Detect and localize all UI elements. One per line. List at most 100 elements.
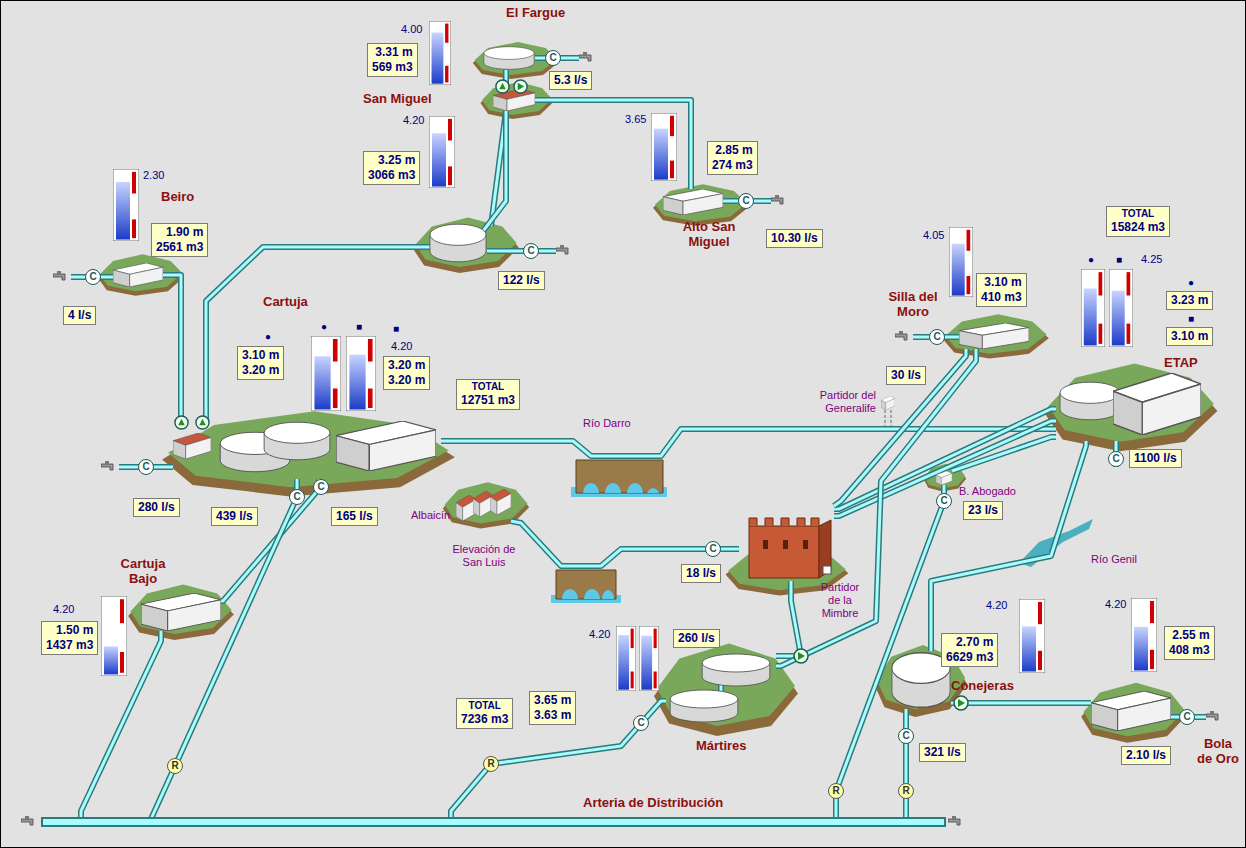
pipe-water	[776, 581, 801, 656]
volume-value: TOTAL	[461, 700, 508, 712]
level-readout: 1.90 m2561 m3	[151, 223, 208, 257]
pipe-water	[834, 349, 966, 506]
pipe-casing	[163, 275, 181, 419]
distribution-main: Arteria de Distribución	[41, 817, 946, 827]
gauge-maximum: 4.00	[401, 23, 422, 36]
water-pipe	[151, 479, 297, 819]
flow-value: 2.10 l/s	[1126, 748, 1166, 763]
level-value: 3.63 m	[534, 708, 571, 723]
level-value: 6629 m3	[946, 650, 993, 665]
meter-symbol: C	[313, 479, 329, 495]
bridges	[551, 460, 667, 603]
level-readout: 3.10 m	[1166, 327, 1213, 346]
meter-symbol: C	[929, 329, 945, 345]
level-gauges	[101, 21, 1157, 691]
flow-value: 30 l/s	[891, 368, 921, 383]
pipe-casing	[931, 441, 1086, 651]
water-pipe	[221, 479, 319, 601]
flow-readout: 10.30 l/s	[766, 229, 823, 248]
pipe-casing	[535, 100, 691, 189]
flow-value: 5.3 l/s	[554, 73, 587, 88]
level-readout: 2.55 m408 m3	[1164, 626, 1215, 660]
level-readout: 3.23 m	[1166, 291, 1213, 310]
junction-node: Partidor del Generalife	[881, 396, 895, 410]
flow-value: 260 l/s	[678, 631, 715, 646]
level-value: 2.55 m	[1169, 628, 1210, 643]
tank-marker: ●	[265, 331, 271, 343]
flow-value: 4 l/s	[68, 308, 91, 323]
station-node: El Fargue	[483, 46, 535, 70]
pumps	[175, 80, 968, 710]
station-node: Silla del Moro	[959, 323, 1029, 349]
pipe-water	[535, 100, 691, 189]
level-value: 3.20 m	[242, 363, 279, 378]
level-value: 3.23 m	[1171, 293, 1208, 308]
water-pipe	[776, 581, 801, 656]
pipe-water	[221, 479, 319, 601]
pipe-casing	[952, 437, 1056, 471]
place-name: Partidor de la Mimbre	[814, 581, 866, 620]
flow-value: 321 l/s	[924, 745, 961, 760]
meter-symbol: C	[936, 493, 952, 509]
pipe-casing	[511, 521, 739, 566]
gauge-maximum: 4.20	[1105, 598, 1126, 611]
main-name: Arteria de Distribución	[583, 795, 723, 810]
water-pipe	[952, 437, 1056, 471]
water-pipe	[931, 441, 1086, 651]
flow-readout: 5.3 l/s	[549, 71, 592, 90]
water-pipe	[834, 349, 966, 506]
volume-total: TOTAL12751 m3	[456, 379, 520, 410]
place-name: Río Darro	[583, 417, 631, 430]
pipe-casing	[776, 349, 976, 666]
flow-readout: 23 l/s	[963, 501, 1003, 520]
pipe-water	[776, 349, 976, 666]
flow-readout: 439 l/s	[211, 507, 258, 526]
water-pipe	[836, 485, 944, 817]
tank-marker: ●	[321, 321, 327, 333]
gauge-maximum: 4.25	[1141, 253, 1162, 266]
faucets	[21, 52, 1218, 825]
level-value: 274 m3	[712, 158, 753, 173]
pipe-water	[931, 441, 1086, 651]
water-pipe	[776, 349, 976, 666]
meter-symbol: C	[523, 243, 539, 259]
tank-marker: ■	[356, 321, 362, 333]
level-value: 1.50 m	[46, 623, 93, 638]
level-value: 3.20 m	[388, 373, 425, 388]
pipe-water	[905, 709, 908, 817]
volume-value: 7236 m3	[461, 712, 508, 727]
pipe-casing	[776, 581, 801, 656]
level-readout: 3.10 m410 m3	[976, 273, 1027, 307]
gauge-maximum: 4.20	[53, 603, 74, 616]
pipe-casing	[221, 479, 319, 601]
junction-node: B. Abogado	[936, 471, 952, 485]
meter-symbol: C	[138, 459, 154, 475]
meter-symbol: C	[898, 728, 914, 744]
water-pipe	[206, 111, 506, 419]
station-name: Bola de Oro	[1195, 736, 1241, 766]
level-value: 2.70 m	[946, 635, 993, 650]
pipe-casing	[834, 349, 966, 506]
ground-patches	[98, 42, 1218, 743]
station-node: Beiro	[113, 263, 163, 287]
gauge-maximum: 2.30	[143, 169, 164, 182]
flow-readout: 321 l/s	[919, 743, 966, 762]
junction-node: AlbaicínElevación de San Luis	[456, 489, 511, 521]
flow-value: 10.30 l/s	[771, 231, 818, 246]
level-value: 569 m3	[372, 60, 413, 75]
station-name: Conejeras	[951, 678, 1014, 693]
junction-node: Partidor de la Mimbre	[739, 506, 834, 581]
station-name: ETAP	[1164, 355, 1198, 370]
flow-value: 18 l/s	[686, 566, 716, 581]
place-name: Río Genil	[1091, 553, 1137, 566]
flow-value: 280 l/s	[138, 500, 175, 515]
level-value: 3.20 m	[388, 358, 425, 373]
station-name: Alto San Miguel	[671, 219, 747, 249]
flow-value: 165 l/s	[336, 509, 373, 524]
flow-value: 122 l/s	[503, 273, 540, 288]
pipe-casing	[951, 700, 1091, 706]
station-node: Alto San Miguel	[663, 189, 723, 215]
flow-readout: 122 l/s	[498, 271, 545, 290]
water-pipe	[834, 409, 1056, 509]
